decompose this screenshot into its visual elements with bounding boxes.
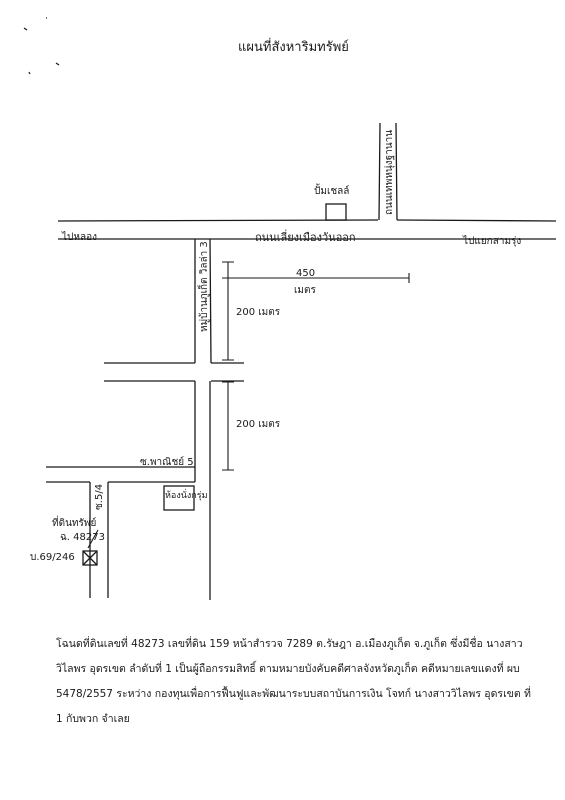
pen-mark	[55, 62, 60, 66]
to-left-label: ไปหลอง	[62, 232, 97, 243]
house-label: ห้องนั่งกรุ่ม	[165, 491, 208, 501]
distance-east-value: 450	[296, 268, 316, 279]
gas-station-box	[325, 203, 347, 221]
distance-lower-label: 200 เมตร	[236, 419, 281, 430]
main-road-label: ถนนเลี่ยงเมืองวันออก	[255, 231, 356, 244]
property-label: ที่ดินทรัพย์	[52, 518, 97, 529]
property-description: โฉนดที่ดินเลขที่ 48273 เลขที่ดิน 159 หน้…	[56, 638, 531, 725]
side-road-right-right-edge	[395, 122, 398, 221]
page-title: แผนที่สังหาริมทรัพย์	[238, 40, 349, 55]
distance-upper-label: 200 เมตร	[236, 307, 281, 318]
to-right-label: ไปแยกสามรุ่ง	[463, 236, 522, 247]
pen-mark	[23, 27, 28, 31]
house-box	[163, 485, 195, 511]
lower-soi-label: ซ.พาณิชย์ 5	[140, 457, 194, 468]
property-leader-line	[87, 529, 99, 549]
pen-marks	[23, 17, 60, 75]
small-soi-label: ซ.5/4	[94, 483, 105, 510]
distance-lower-ticks	[222, 381, 234, 471]
property-house-no: บ.69/246	[30, 552, 75, 563]
property-deed: ฉ. 48273	[60, 532, 105, 543]
soi-vertical-right-edge-upper	[209, 238, 212, 364]
distance-upper-ticks	[222, 261, 234, 361]
main-road-top-edge-right	[396, 219, 557, 222]
property-marker-cross	[82, 550, 98, 566]
soi-vertical-label: หมู่บ้านภูเก็ต วิลล่า 3	[199, 241, 210, 332]
distance-east-unit: เมตร	[294, 285, 316, 296]
main-road-top-edge	[57, 219, 379, 222]
property-marker-box	[82, 550, 98, 566]
side-road-right-label: ถนนเทพหนุ่งฐานาน	[384, 129, 395, 215]
gas-station-label: ปั้มเชลล์	[314, 186, 350, 197]
pen-mark	[28, 71, 31, 75]
side-road-right-left-edge	[378, 122, 381, 221]
